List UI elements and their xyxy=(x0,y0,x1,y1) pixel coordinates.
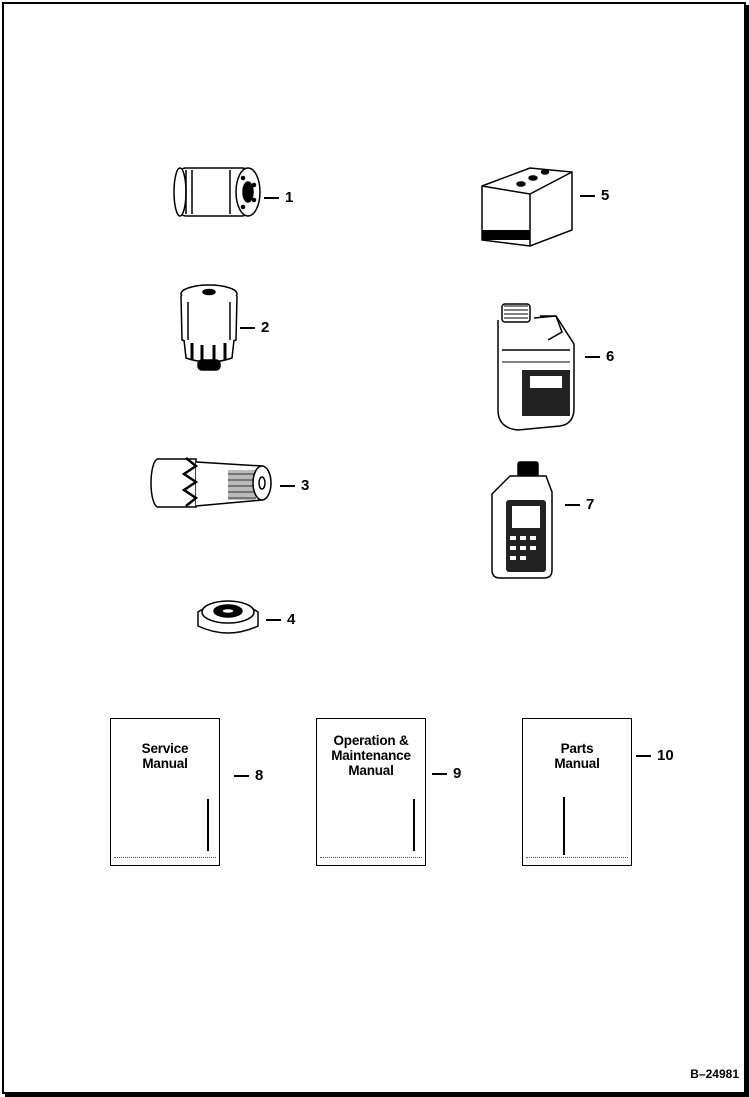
callout-7: 7 xyxy=(565,497,594,513)
callout-6: 6 xyxy=(585,349,614,365)
callout-5: 5 xyxy=(580,188,609,204)
callout-1: 1 xyxy=(264,190,293,206)
fuel-cap-icon xyxy=(197,600,259,634)
oil-bottle-icon xyxy=(491,461,553,579)
callout-10: 10 xyxy=(636,748,674,764)
figure-id: B–24981 xyxy=(690,1067,739,1081)
battery-icon xyxy=(481,167,573,247)
coolant-jug-icon xyxy=(497,303,575,431)
operation-maintenance-manual-title: Operation & Maintenance Manual xyxy=(331,733,411,778)
service-manual-icon: Service Manual xyxy=(110,718,220,866)
operation-maintenance-manual-icon: Operation & Maintenance Manual xyxy=(316,718,426,866)
callout-4: 4 xyxy=(266,612,295,628)
fuel-filter-icon xyxy=(180,284,238,371)
parts-manual-icon: Parts Manual xyxy=(522,718,632,866)
service-manual-title: Service Manual xyxy=(141,741,189,771)
callout-8: 8 xyxy=(234,768,263,784)
callout-2: 2 xyxy=(240,320,269,336)
callout-3: 3 xyxy=(280,478,309,494)
oil-filter-icon xyxy=(173,167,261,217)
air-filter-icon xyxy=(150,457,272,508)
parts-manual-title: Parts Manual xyxy=(554,741,600,771)
callout-9: 9 xyxy=(432,766,461,782)
